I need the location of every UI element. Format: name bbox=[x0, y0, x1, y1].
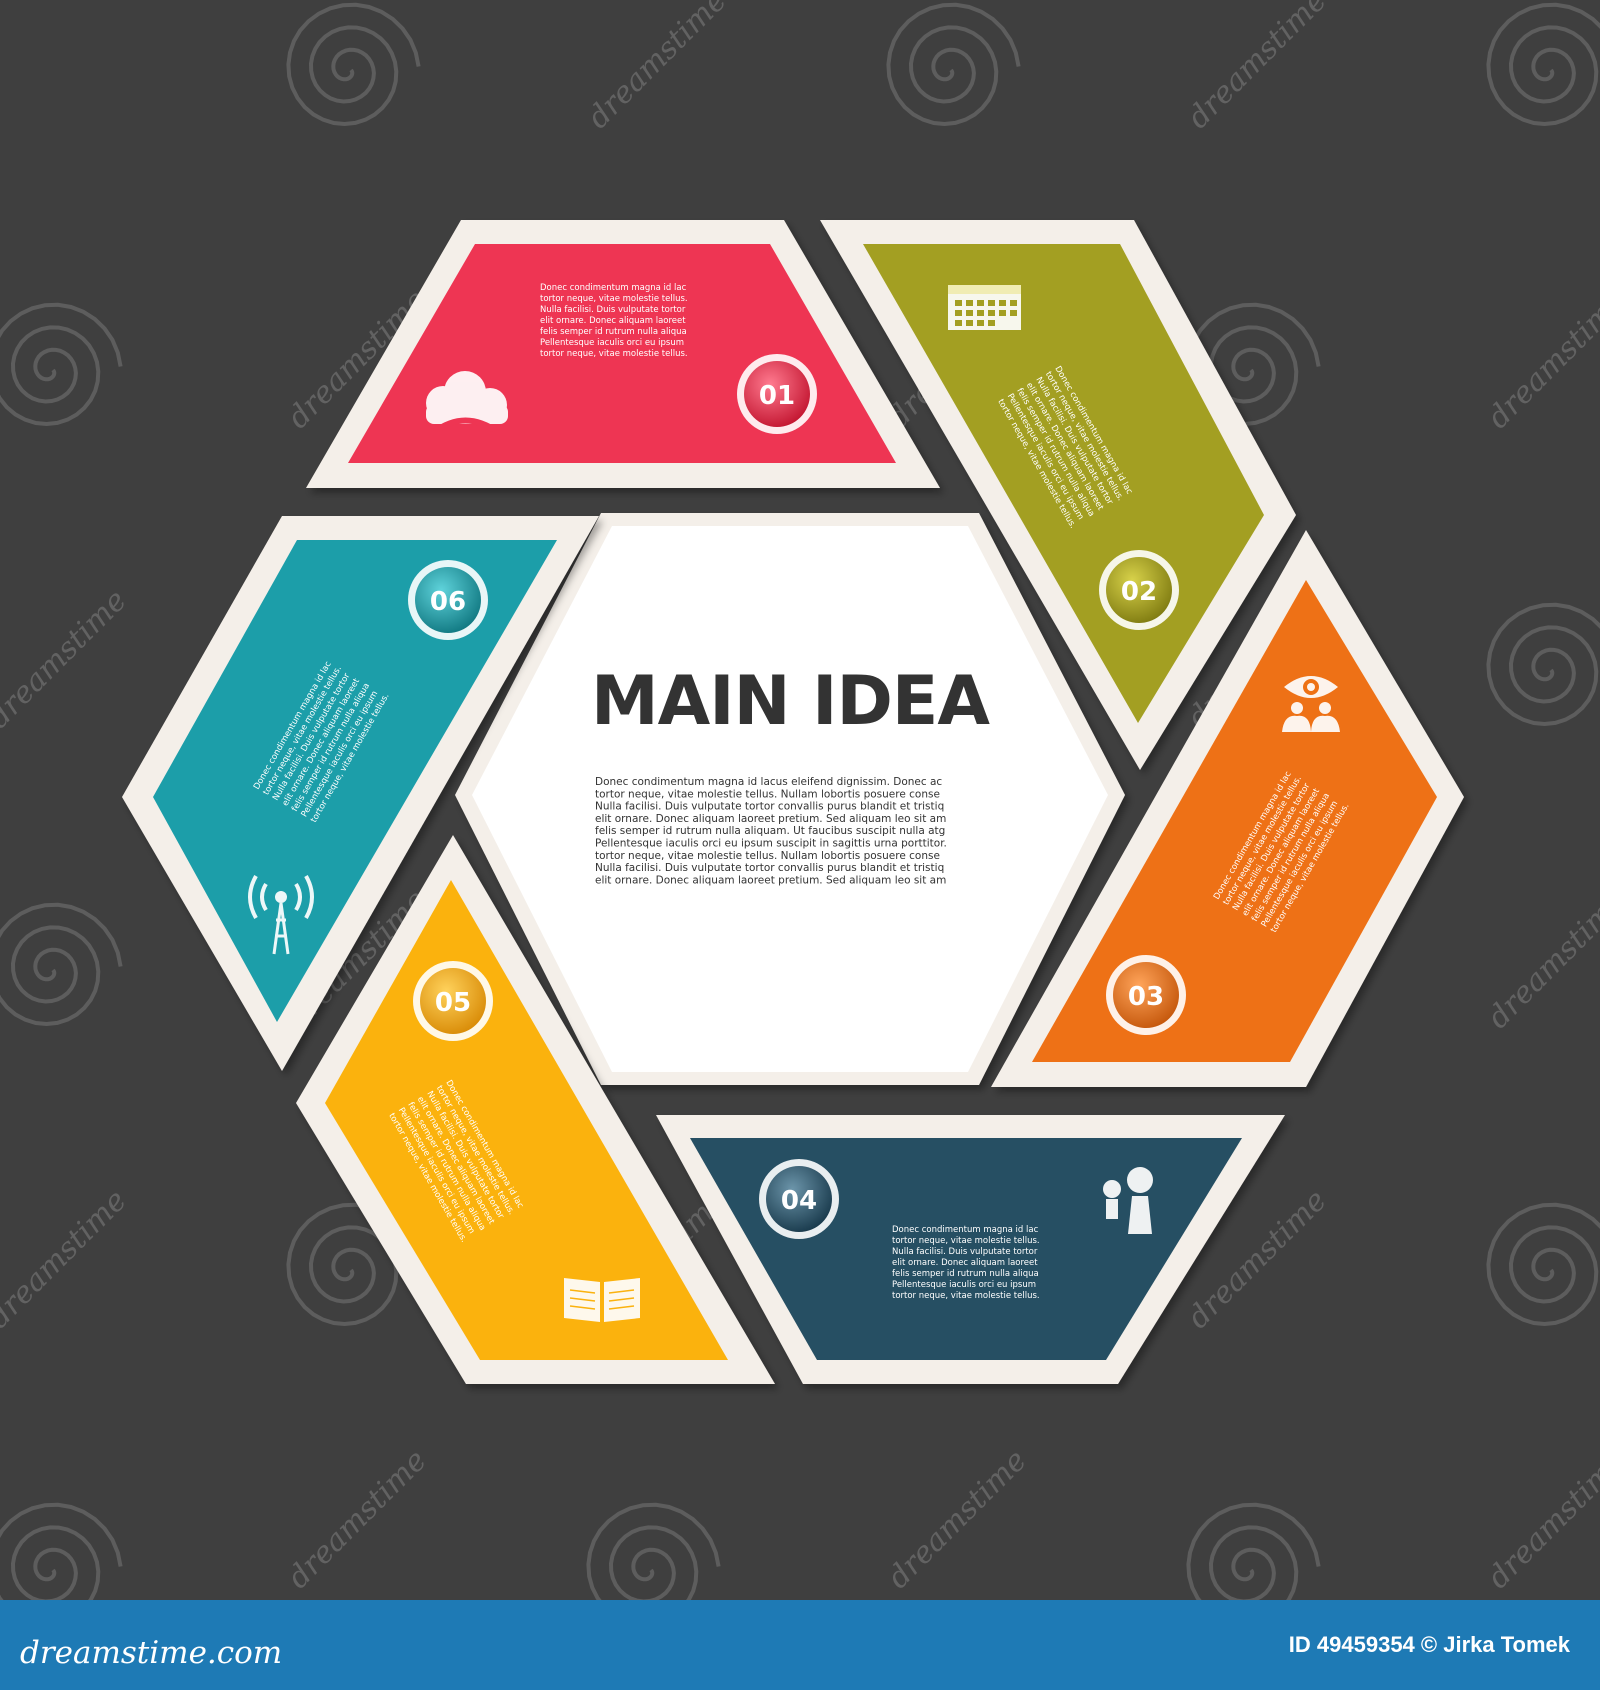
main-idea-line: Nulla facilisi. Duis vulputate tortor co… bbox=[595, 862, 944, 874]
main-idea-line: Pellentesque iaculis orci eu ipsum susci… bbox=[595, 838, 947, 850]
watermark-spiral-icon bbox=[286, 2, 421, 127]
step-3-panel bbox=[991, 530, 1464, 1087]
watermark-text: dreamstime bbox=[581, 0, 734, 136]
watermark-spiral-icon bbox=[0, 302, 123, 427]
watermark-text: dreamstime bbox=[1481, 883, 1600, 1036]
step-1-text-line: tortor neque, vitae molestie tellus. bbox=[540, 294, 688, 304]
center-hexagon bbox=[455, 513, 1125, 1085]
main-idea-line: tortor neque, vitae molestie tellus. Nul… bbox=[595, 788, 940, 800]
step-1-text-line: Nulla facilisi. Duis vulputate tortor bbox=[540, 305, 686, 315]
antenna-icon bbox=[248, 875, 314, 955]
ideas-people-icon bbox=[1103, 1167, 1153, 1234]
step-2-number-badge: 02 bbox=[1099, 550, 1179, 630]
watermark-spiral-icon bbox=[1486, 602, 1600, 727]
step-4-number-badge: 04 bbox=[759, 1159, 839, 1239]
main-idea-title: MAIN IDEA bbox=[591, 662, 990, 741]
main-idea-line: tortor neque, vitae molestie tellus. Nul… bbox=[595, 850, 940, 862]
step-4-text-line: felis semper id rutrum nulla aliqua bbox=[892, 1269, 1039, 1279]
watermark-spiral-icon bbox=[886, 2, 1021, 127]
watermark-text: dreamstime bbox=[1481, 1443, 1600, 1596]
watermark-spiral-icon bbox=[0, 1502, 123, 1627]
main-idea-line: elit ornare. Donec aliquam laoreet preti… bbox=[595, 813, 946, 825]
cloud-icon bbox=[426, 371, 508, 432]
watermark-text: dreamstime bbox=[881, 1443, 1034, 1596]
step-4-text-line: Nulla facilisi. Duis vulputate tortor bbox=[892, 1247, 1038, 1257]
step-4-text-line: tortor neque, vitae molestie tellus. bbox=[892, 1291, 1040, 1301]
main-idea-line: felis semper id rutrum nulla aliquam. Ut… bbox=[595, 825, 945, 837]
step-5-number-badge: 05 bbox=[413, 961, 493, 1041]
watermark-text: dreamstime bbox=[1181, 0, 1334, 136]
step-4-text-line: Donec condimentum magna id lac bbox=[892, 1225, 1039, 1235]
step-3-number-badge: 03 bbox=[1106, 955, 1186, 1035]
footer-brand: dreamstime.com bbox=[20, 1635, 282, 1671]
step-6-fill bbox=[153, 540, 557, 1022]
step-1-text-line: elit ornare. Donec aliquam laoreet bbox=[540, 316, 686, 326]
step-5-number: 05 bbox=[435, 988, 471, 1018]
step-1-number: 01 bbox=[759, 381, 795, 411]
watermark-spiral-icon bbox=[286, 1202, 421, 1327]
watermark-spiral-icon bbox=[1186, 1502, 1321, 1627]
step-6-number: 06 bbox=[430, 587, 466, 617]
step-3-fill bbox=[1032, 580, 1437, 1062]
watermark-spiral-icon bbox=[1486, 2, 1600, 127]
main-idea-line: Donec condimentum magna id lacus eleifen… bbox=[595, 776, 942, 788]
step-1-text-line: tortor neque, vitae molestie tellus. bbox=[540, 349, 688, 359]
main-idea-line: Nulla facilisi. Duis vulputate tortor co… bbox=[595, 801, 944, 813]
main-idea-line: elit ornare. Donec aliquam laoreet preti… bbox=[595, 874, 946, 886]
step-1-text-line: Donec condimentum magna id lac bbox=[540, 283, 687, 293]
step-3-number: 03 bbox=[1128, 982, 1164, 1012]
step-4-text-line: elit ornare. Donec aliquam laoreet bbox=[892, 1258, 1038, 1268]
calendar-icon bbox=[948, 285, 1021, 330]
watermark-text: dreamstime bbox=[0, 1183, 134, 1336]
image-id: ID 49459354 © Jirka Tomek bbox=[1289, 1632, 1571, 1657]
step-6-number-badge: 06 bbox=[408, 560, 488, 640]
watermark-text: dreamstime bbox=[1481, 283, 1600, 436]
step-4-number: 04 bbox=[781, 1186, 817, 1216]
step-1-text-line: felis semper id rutrum nulla aliqua bbox=[540, 327, 687, 337]
step-1-text-line: Pellentesque iaculis orci eu ipsum bbox=[540, 338, 684, 348]
eye-people-icon bbox=[1282, 676, 1340, 732]
step-4-text-line: tortor neque, vitae molestie tellus. bbox=[892, 1236, 1040, 1246]
watermark-spiral-icon bbox=[1486, 1202, 1600, 1327]
step-6-panel bbox=[122, 516, 599, 1071]
watermark-text: dreamstime bbox=[0, 583, 134, 736]
watermark-text: dreamstime bbox=[281, 1443, 434, 1596]
step-4-text-line: Pellentesque iaculis orci eu ipsum bbox=[892, 1280, 1036, 1290]
step-1-number-badge: 01 bbox=[737, 354, 817, 434]
book-icon bbox=[564, 1278, 640, 1322]
main-idea-text: Donec condimentum magna id lacus eleifen… bbox=[595, 776, 947, 886]
watermark-spiral-icon bbox=[586, 1502, 721, 1627]
watermark-spiral-icon bbox=[0, 902, 123, 1027]
step-2-number: 02 bbox=[1121, 577, 1157, 607]
footer-bar bbox=[0, 1600, 1600, 1690]
